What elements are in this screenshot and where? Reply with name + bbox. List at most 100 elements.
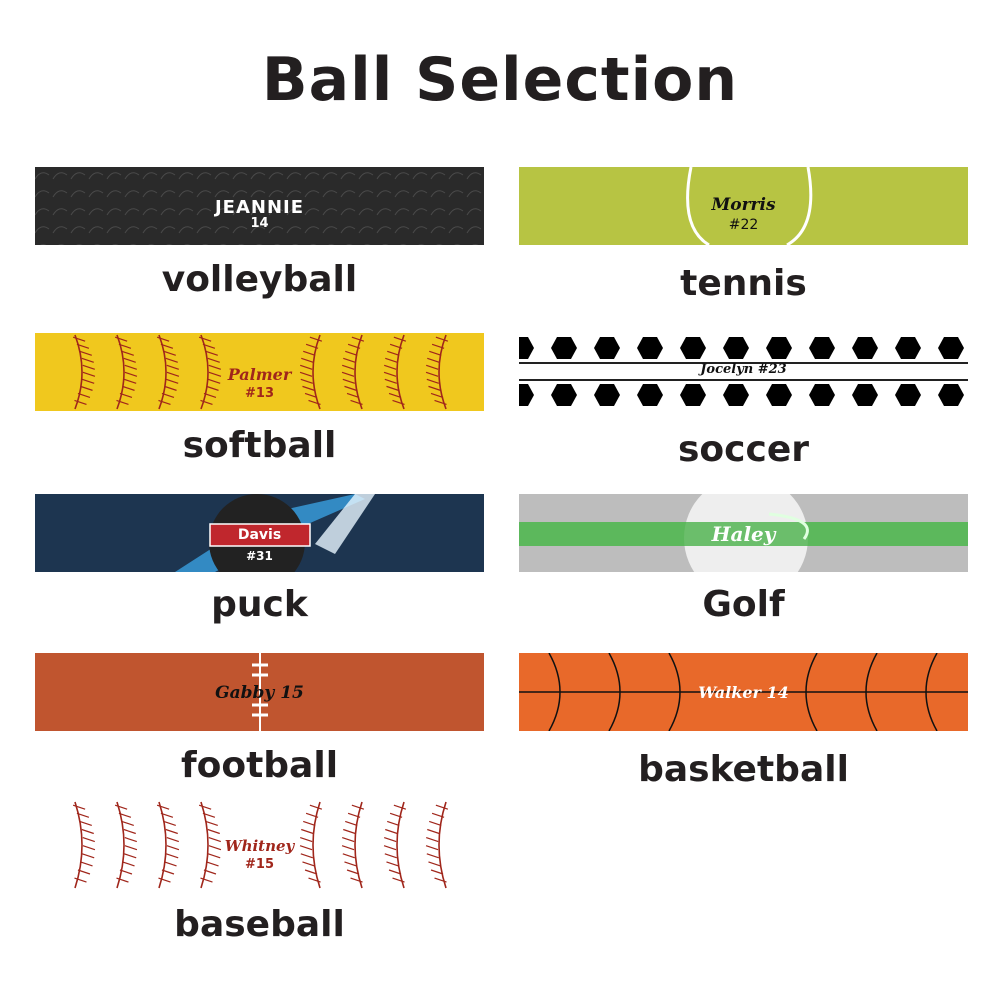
football-banner: Gabby 15 (35, 653, 484, 731)
stitch (350, 399, 363, 405)
texture-stroke (52, 226, 68, 234)
texture-stroke (214, 208, 230, 216)
texture-stroke (214, 172, 230, 180)
banner-number: #13 (245, 386, 274, 401)
option-soccer[interactable]: Jocelyn #23 soccer (519, 333, 968, 470)
texture-stroke (70, 190, 86, 198)
stitch (156, 336, 170, 342)
stitch (343, 828, 356, 835)
stitch (166, 845, 180, 851)
soccer-banner: Jocelyn #23 (519, 333, 968, 411)
stitch (121, 350, 134, 356)
stitch (116, 399, 129, 405)
stitch (429, 350, 442, 356)
texture-stroke (376, 208, 392, 216)
ball-line (865, 653, 878, 731)
texture-stroke (394, 190, 410, 198)
stitch (351, 804, 365, 810)
stitch (387, 820, 400, 826)
option-volleyball[interactable]: JEANNIE 14 volleyball (35, 167, 484, 300)
stitch (123, 828, 136, 835)
stitch (430, 869, 444, 875)
texture-stroke (340, 208, 356, 216)
option-golf[interactable]: Haley Golf (519, 494, 968, 625)
stitch (304, 392, 318, 398)
texture-stroke (232, 172, 248, 180)
option-softball[interactable]: Palmer #13 softball (35, 333, 484, 466)
option-label: softball (182, 425, 337, 466)
texture-stroke (160, 190, 176, 198)
stitch (116, 877, 129, 883)
option-tennis[interactable]: Morris #22 tennis (519, 167, 968, 304)
stitch (426, 364, 439, 370)
baseball-seams (72, 801, 449, 889)
texture-stroke (286, 190, 302, 198)
stitch (299, 845, 313, 851)
stitch (205, 820, 218, 826)
option-football[interactable]: Gabby 15 football (35, 653, 484, 786)
stitch (200, 399, 213, 405)
stitch (203, 869, 217, 875)
stitch (82, 364, 95, 370)
stitch (124, 837, 137, 843)
seam (396, 334, 405, 410)
softball-banner: Palmer #13 (35, 333, 484, 411)
stitch (76, 343, 90, 349)
texture-stroke (448, 172, 464, 180)
stitch (384, 853, 397, 859)
texture-stroke (358, 172, 374, 180)
stitch (384, 378, 397, 384)
texture-stroke (160, 208, 176, 216)
texture-stroke (268, 190, 284, 198)
texture-stroke (142, 208, 158, 216)
texture-stroke (196, 226, 212, 234)
stitch (434, 399, 447, 405)
stitch (74, 877, 87, 883)
option-label: baseball (174, 904, 345, 945)
stitch (343, 357, 356, 363)
option-puck[interactable]: Davis #31 puck (35, 494, 484, 625)
stitch (305, 812, 319, 818)
hexagon (519, 384, 534, 406)
volleyball-banner: JEANNIE 14 (35, 167, 484, 245)
texture-stroke (466, 208, 482, 216)
stitch (166, 853, 179, 859)
texture-stroke (35, 226, 50, 234)
option-label: basketball (638, 749, 849, 790)
option-basketball[interactable]: Walker 14 basketball (519, 653, 968, 790)
hexagon (766, 384, 792, 406)
hexagon (723, 337, 749, 359)
stitch (304, 869, 318, 875)
puck-banner: Davis #31 (35, 494, 484, 572)
texture-stroke (142, 172, 158, 180)
stitch (388, 392, 402, 398)
texture-stroke (214, 226, 230, 234)
texture-stroke (35, 208, 50, 216)
texture-stroke (160, 172, 176, 180)
seam (312, 801, 321, 889)
banner-name: Gabby 15 (215, 683, 304, 703)
texture-stroke (268, 172, 284, 180)
stitch (79, 350, 92, 356)
texture-stroke (376, 226, 392, 234)
option-baseball[interactable]: Whitney #15 baseball (35, 800, 484, 945)
stitch (124, 371, 138, 377)
hexagon (594, 337, 620, 359)
stitch (81, 357, 94, 363)
banner-name: Morris (711, 195, 776, 215)
hexagon (723, 384, 749, 406)
texture-stroke (358, 208, 374, 216)
banner-name: Whitney (224, 837, 295, 855)
texture-stroke (286, 226, 302, 234)
banner-name: Palmer (227, 365, 292, 384)
texture-stroke (124, 208, 140, 216)
stitch (208, 378, 221, 384)
texture-stroke (250, 208, 266, 216)
page-title: Ball Selection (261, 45, 739, 115)
texture-stroke (466, 172, 482, 180)
stitch (208, 845, 222, 851)
texture-stroke (394, 172, 410, 180)
stitch (305, 343, 319, 349)
stitch (164, 861, 177, 867)
stitch (72, 804, 86, 810)
